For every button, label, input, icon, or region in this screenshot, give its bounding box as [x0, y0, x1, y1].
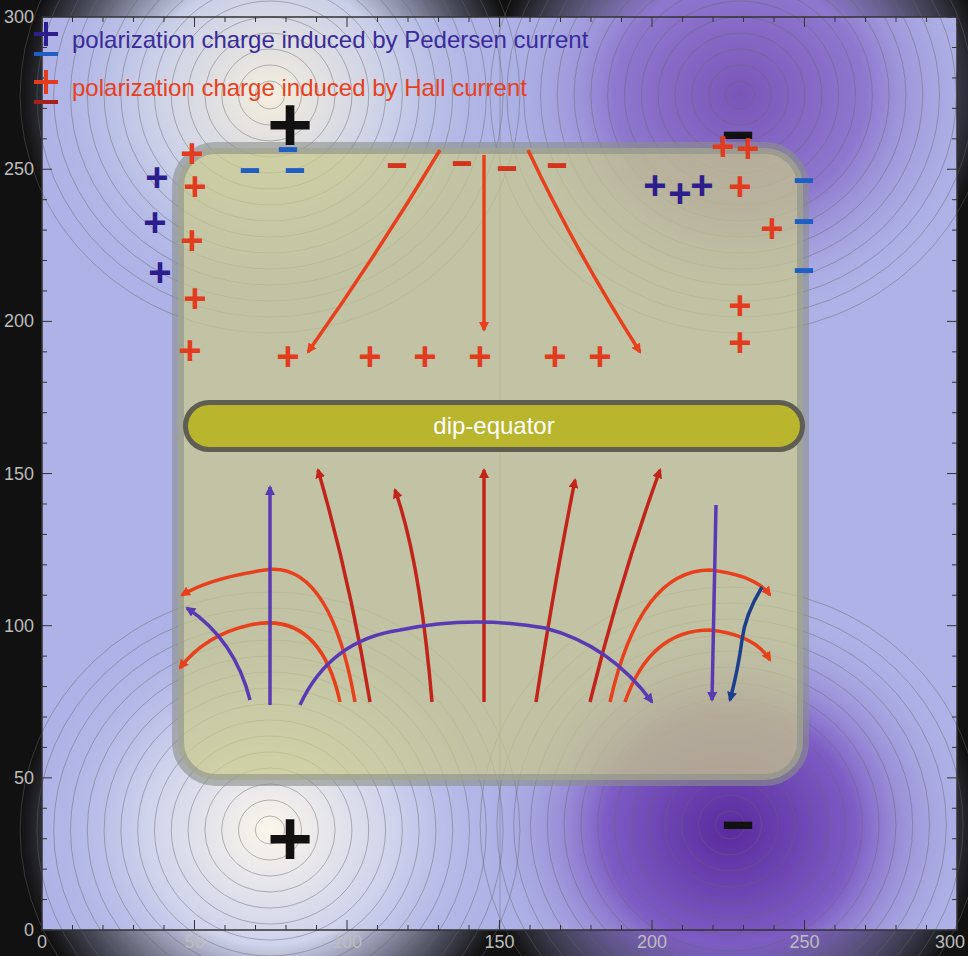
charge-sign: + [413, 336, 436, 376]
charge-sign: + [543, 336, 566, 376]
charge-sign: + [760, 208, 783, 248]
axis-tick-label: 200 [637, 933, 667, 951]
axis-tick-label: 300 [4, 8, 34, 26]
charge-sign: - [719, 789, 756, 851]
charge-sign: - [450, 140, 474, 180]
axis-tick-label: 100 [332, 933, 362, 951]
axis-tick-label: 50 [14, 769, 34, 787]
equator-band: dip-equator [183, 400, 805, 452]
axis-tick-label: 150 [4, 465, 34, 483]
charge-sign: + [711, 126, 734, 166]
charge-sign: - [238, 147, 262, 187]
charge-sign: - [385, 142, 409, 182]
legend-text: polarization charge induced by Pedersen … [72, 28, 588, 52]
charge-sign: + [183, 166, 206, 206]
charge-sign: + [145, 157, 168, 197]
charge-sign: - [792, 198, 816, 238]
charge-sign: - [545, 142, 569, 182]
band-label: dip-equator [433, 412, 554, 440]
axis-tick-label: 250 [4, 160, 34, 178]
charge-sign: + [690, 165, 713, 205]
axis-tick-label: 100 [4, 617, 34, 635]
charge-sign: + [668, 173, 691, 213]
axis-tick-label: 250 [789, 933, 819, 951]
legend-text: polarization charge induced by Hall curr… [72, 76, 527, 100]
charge-sign: + [468, 336, 491, 376]
axis-tick-label: 200 [4, 312, 34, 330]
axis-tick-label: 0 [37, 933, 47, 951]
axis-tick-label: 150 [484, 933, 514, 951]
charge-sign: + [267, 799, 313, 877]
charge-sign: - [792, 247, 816, 287]
axis-tick-label: 50 [184, 933, 204, 951]
charge-sign: + [728, 285, 751, 325]
charge-sign: - [283, 147, 307, 187]
charge-sign: + [736, 128, 759, 168]
charge-sign: + [183, 278, 206, 318]
charge-sign: + [143, 202, 166, 242]
axis-tick-label: 300 [935, 933, 965, 951]
legend-sample [34, 22, 58, 102]
charge-sign: - [792, 157, 816, 197]
charge-sign: + [643, 165, 666, 205]
charge-sign: + [180, 220, 203, 260]
axis-tick-label: 0 [24, 921, 34, 939]
charge-sign: + [588, 336, 611, 376]
charge-sign: + [358, 336, 381, 376]
charge-sign: + [728, 322, 751, 362]
charge-sign: + [276, 336, 299, 376]
charge-sign: - [495, 145, 519, 185]
charge-sign: + [178, 330, 201, 370]
charge-sign: + [148, 252, 171, 292]
charge-sign: + [728, 166, 751, 206]
